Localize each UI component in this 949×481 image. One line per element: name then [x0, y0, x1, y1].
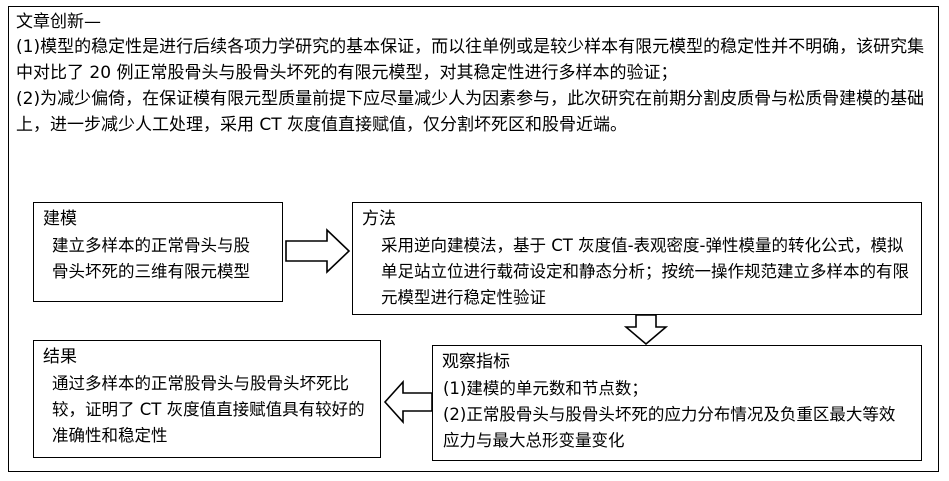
- indicators-item-1: (1)建模的单元数和节点数；: [443, 379, 648, 398]
- innovation-item-2: (2)为减少偏倚，在保证模有限元型质量前提下应尽量减少人为因素参与，此次研究在前…: [16, 89, 925, 135]
- result-title: 结果: [43, 347, 77, 367]
- method-text: 采用逆向建模法，基于 CT 灰度值-表观密度-弹性模量的转化公式，模拟单足站立位…: [381, 236, 909, 307]
- arrow-left-icon: [383, 380, 433, 424]
- indicators-title: 观察指标: [442, 352, 510, 372]
- result-text: 通过多样本的正常股骨头与股骨头坏死比较，证明了 CT 灰度值直接赋值具有较好的准…: [52, 374, 365, 445]
- arrow-down-icon: [624, 314, 668, 346]
- arrow-right-icon: [285, 228, 351, 274]
- modeling-text: 建立多样本的正常骨头与股骨头坏死的三维有限元模型: [52, 236, 250, 281]
- result-box: 结果 通过多样本的正常股骨头与股骨头坏死比较，证明了 CT 灰度值直接赋值具有较…: [33, 340, 381, 458]
- indicators-box: 观察指标 (1)建模的单元数和节点数； (2)正常股骨头与股骨头坏死的应力分布情…: [432, 345, 922, 461]
- indicators-item-2: (2)正常股骨头与股骨头坏死的应力分布情况及负重区最大等效应力与最大总形变量变化: [443, 405, 896, 450]
- innovation-item-1: (1)模型的稳定性是进行后续各项力学研究的基本保证，而以往单例或是较少样本有限元…: [16, 37, 925, 83]
- innovation-title: 文章创新—: [16, 12, 101, 32]
- method-title: 方法: [362, 209, 396, 229]
- outer-frame: [8, 6, 939, 472]
- method-box: 方法 采用逆向建模法，基于 CT 灰度值-表观密度-弹性模量的转化公式，模拟单足…: [352, 202, 922, 315]
- modeling-box: 建模 建立多样本的正常骨头与股骨头坏死的三维有限元模型: [33, 202, 283, 302]
- modeling-title: 建模: [43, 209, 77, 229]
- innovation-section: 文章创新— (1)模型的稳定性是进行后续各项力学研究的基本保证，而以往单例或是较…: [16, 10, 934, 138]
